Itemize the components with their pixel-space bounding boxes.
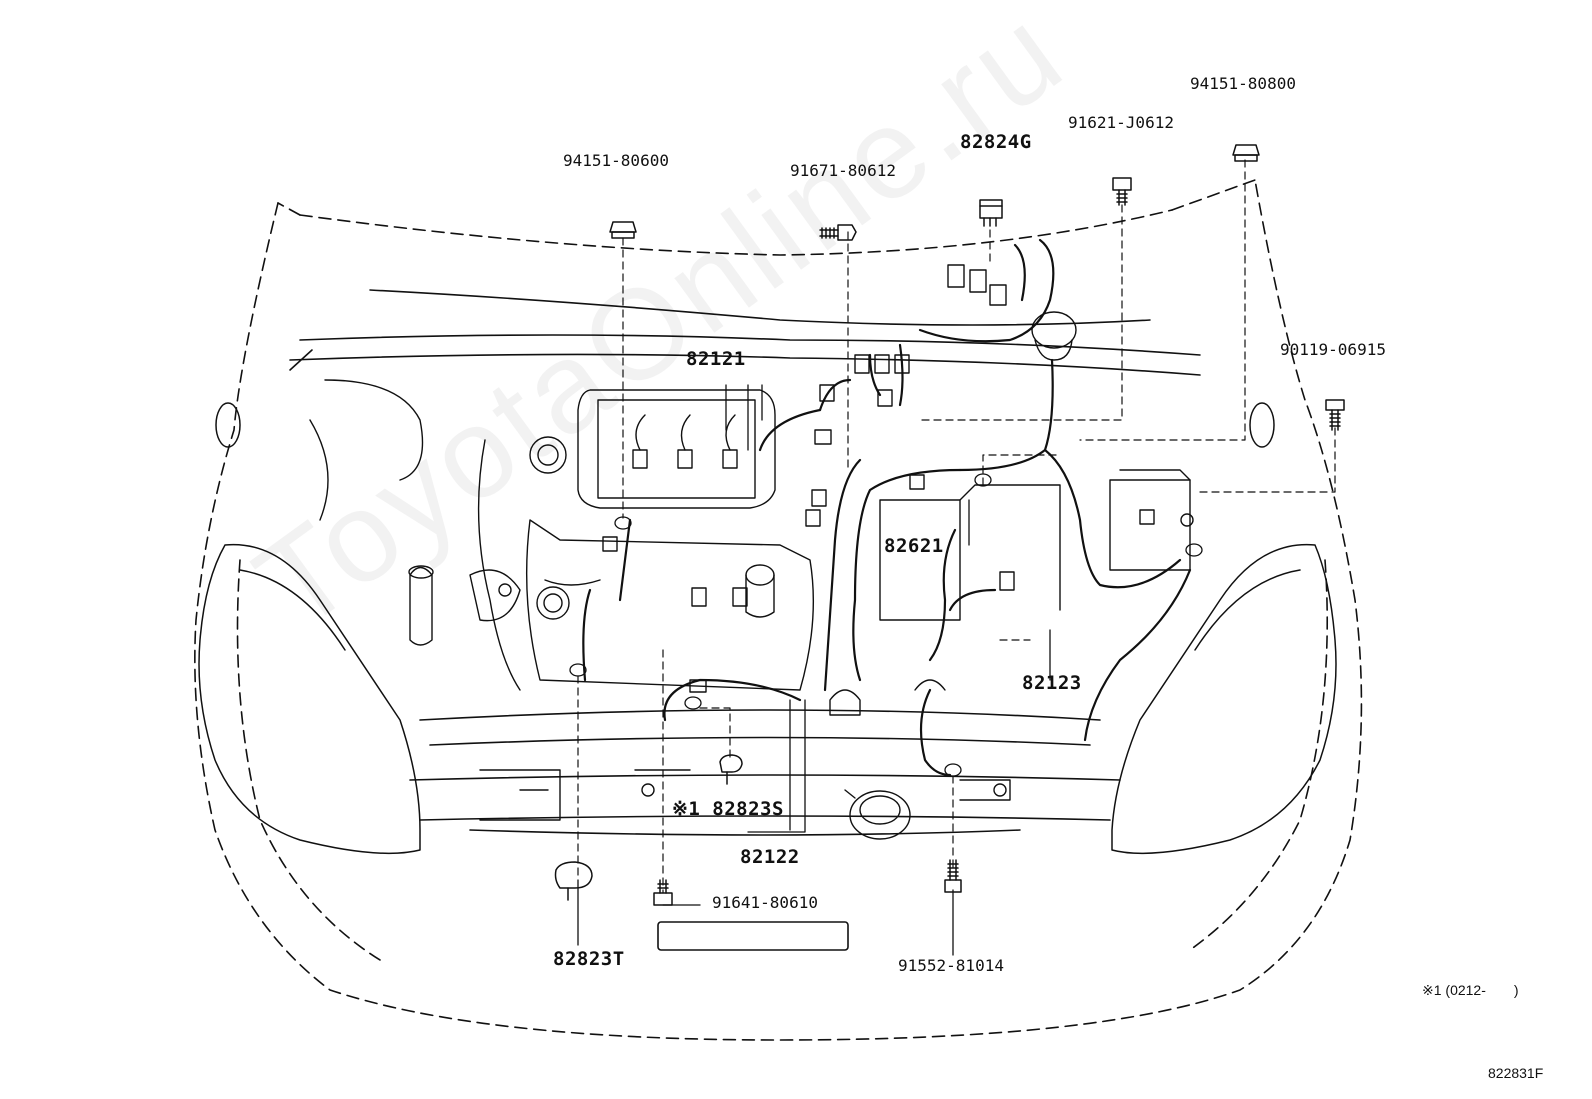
part-label-82823S: ※1 82823S xyxy=(672,798,784,820)
part-label-82122: 82122 xyxy=(740,846,800,868)
part-label-82824G: 82824G xyxy=(960,131,1032,153)
connector-icon xyxy=(979,199,1003,227)
figure-id: 822831F xyxy=(1488,1065,1544,1081)
part-label-90119-06915: 90119-06915 xyxy=(1280,340,1386,359)
harness-connectors xyxy=(602,264,1194,693)
engine-assembly xyxy=(309,311,1191,840)
part-label-94151-80600: 94151-80600 xyxy=(563,151,669,170)
leader-brackets xyxy=(577,384,1051,956)
front-bumper xyxy=(409,709,1121,951)
part-label-82621: 82621 xyxy=(884,535,944,557)
mount-points xyxy=(569,473,1203,777)
part-label-82123: 82123 xyxy=(1022,672,1082,694)
part-label-91671-80612: 91671-80612 xyxy=(790,161,896,180)
car-body-outline xyxy=(194,179,1363,1041)
part-label-94151-80800: 94151-80800 xyxy=(1190,74,1296,93)
left-headlight xyxy=(198,402,421,855)
clip-icon xyxy=(554,754,743,901)
leader-lines xyxy=(577,159,1336,894)
part-label-82121: 82121 xyxy=(686,348,746,370)
nut-icon xyxy=(609,144,1260,239)
part-label-91621-J0612: 91621-J0612 xyxy=(1068,113,1174,132)
footnote: ※1 (0212- ) xyxy=(1422,982,1519,998)
wiring-harness xyxy=(582,238,1192,777)
part-label-82823T: 82823T xyxy=(553,948,625,970)
bolt-icon xyxy=(653,177,1345,906)
right-headlight xyxy=(1111,402,1337,855)
part-label-91552-81014: 91552-81014 xyxy=(898,956,1004,975)
part-label-91641-80610: 91641-80610 xyxy=(712,893,818,912)
